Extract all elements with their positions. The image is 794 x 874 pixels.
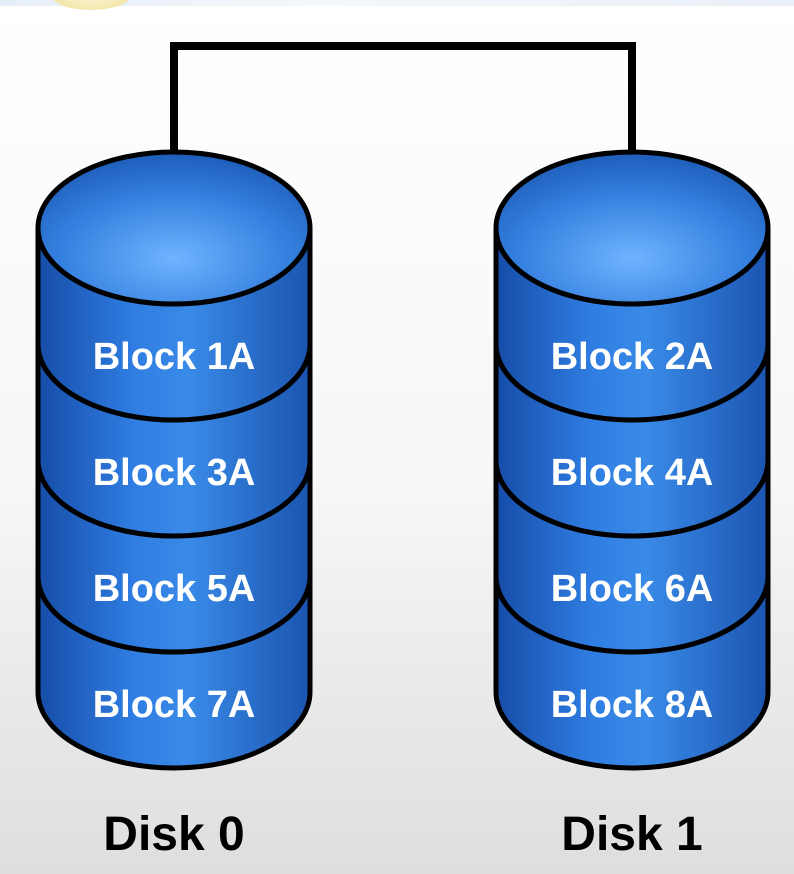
disk-0-cylinder (35, 149, 313, 771)
disk-0-label: Disk 0 (103, 808, 244, 861)
disk-1-block-1: Block 2A (551, 336, 714, 378)
logo-fragment (52, 0, 130, 10)
disk-0-block-3: Block 5A (93, 568, 256, 610)
disk-top-cap (493, 149, 771, 307)
disk-1-cylinder (493, 149, 771, 771)
disk-1-block-2: Block 4A (551, 452, 714, 494)
disk-1-label: Disk 1 (561, 808, 702, 861)
connector-path (170, 42, 636, 152)
disk-1-block-3: Block 6A (551, 568, 714, 610)
disk-top-cap (35, 149, 313, 307)
disk-0-block-2: Block 3A (93, 452, 256, 494)
disk-1-block-4: Block 8A (551, 684, 714, 726)
disk-0-block-1: Block 1A (93, 336, 256, 378)
top-border-strip (0, 0, 794, 6)
disk-0-block-4: Block 7A (93, 684, 256, 726)
connector-line (170, 42, 636, 152)
